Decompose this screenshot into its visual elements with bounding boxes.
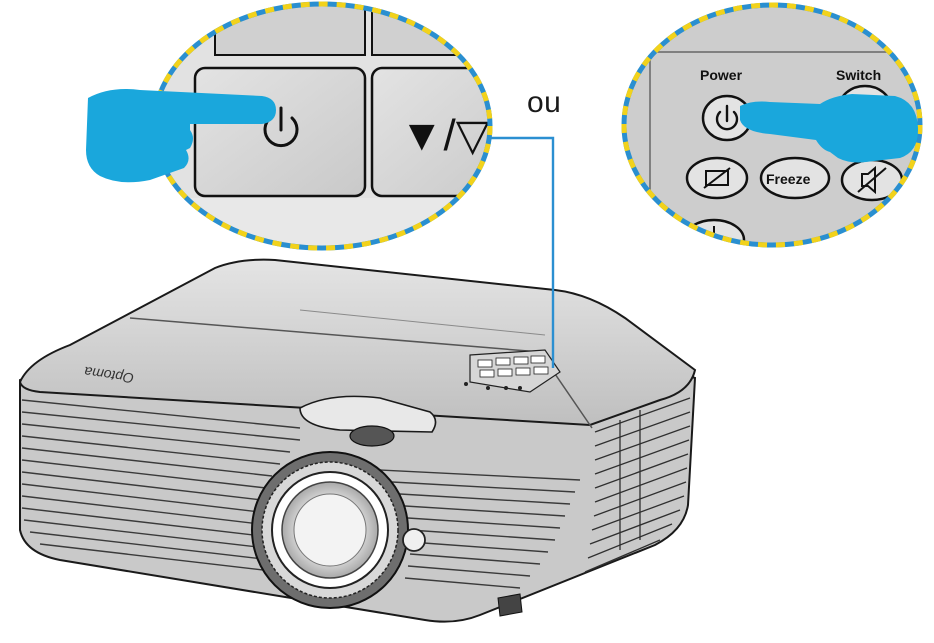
connector-word-label: ou xyxy=(527,86,562,119)
left-callout: ▼/▽ xyxy=(151,1,493,251)
side-vents xyxy=(584,397,691,573)
front-vents xyxy=(21,399,581,589)
down-key-label: ▼/▽ xyxy=(400,111,490,160)
projector-keypad xyxy=(464,349,561,393)
remote-switch-label: Switch xyxy=(836,67,881,83)
power-icon xyxy=(715,104,739,131)
remote-freeze-button xyxy=(759,156,831,200)
hand-pointer-icon xyxy=(86,89,276,183)
svg-text:Optoma: Optoma xyxy=(83,364,135,387)
brand-logo: Optoma xyxy=(83,364,135,387)
ir-sensor xyxy=(402,528,426,552)
projector-lens xyxy=(251,451,409,609)
hand-pointer-icon xyxy=(740,94,918,163)
projector-body: Optoma xyxy=(18,258,697,623)
callout-connector-line xyxy=(490,136,555,368)
no-image-icon xyxy=(703,167,731,189)
power-icon xyxy=(263,106,299,148)
remote-freeze-label: Freeze xyxy=(766,171,811,187)
remote-power-label: Power xyxy=(700,67,743,83)
mute-icon xyxy=(857,165,887,195)
